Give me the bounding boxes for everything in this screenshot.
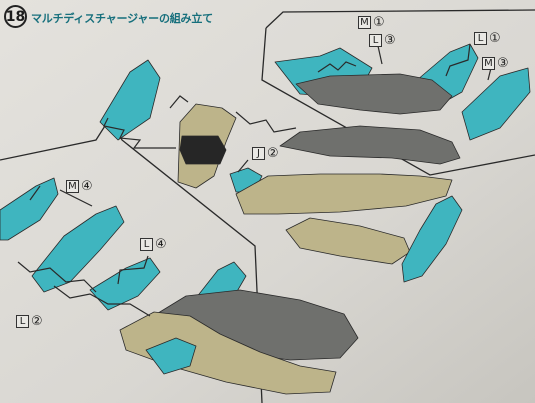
assembly-arrow [445, 43, 471, 77]
assembly-arrow [53, 285, 151, 317]
assembly-arrow [317, 61, 357, 73]
teal-part [401, 195, 463, 283]
assembly-arrow [235, 111, 297, 133]
assembly-arrow [237, 159, 249, 173]
step-title: マルチディスチャージャーの組み立て [31, 12, 213, 25]
teal-part [99, 59, 161, 141]
part-label-m3: M ③ [482, 56, 509, 71]
part-number: ① [489, 31, 501, 46]
assembly-arrow [17, 261, 97, 293]
part-letter: L [474, 32, 487, 45]
part-label-m4: M ④ [66, 179, 93, 194]
part-label-j2: J ② [252, 146, 279, 161]
part-number: ④ [155, 237, 167, 252]
part-number: ② [31, 314, 43, 329]
part-number: ② [267, 146, 279, 161]
teal-part [89, 257, 161, 311]
gray-part [279, 125, 461, 165]
part-letter: M [482, 57, 495, 70]
part-label-m1: M ① [358, 15, 385, 30]
step-number-badge: 18 [4, 5, 27, 28]
assembly-arrow [59, 189, 93, 207]
part-letter: L [140, 238, 153, 251]
part-number: ③ [384, 33, 396, 48]
assembly-arrow [117, 255, 149, 285]
gray-part [295, 73, 453, 115]
tan-part [235, 173, 453, 215]
part-label-l4: L ④ [140, 237, 167, 252]
part-letter: M [66, 180, 79, 193]
part-label-l2: L ② [16, 314, 43, 329]
part-label-l3: L ③ [369, 33, 396, 48]
assembly-arrow [169, 95, 189, 109]
assembly-arrow [103, 117, 176, 149]
model-parts [0, 43, 531, 395]
teal-part [461, 67, 531, 141]
assembly-arrow [377, 45, 383, 65]
black-part [179, 135, 227, 165]
top-right-frame-top [265, 9, 535, 29]
teal-part [145, 337, 197, 375]
part-letter: M [358, 16, 371, 29]
assembly-arrow [29, 185, 41, 201]
part-number: ① [373, 15, 385, 30]
part-number: ④ [81, 179, 93, 194]
assembly-arrows [17, 43, 493, 317]
part-letter: L [369, 34, 382, 47]
part-label-l1: L ① [474, 31, 501, 46]
part-letter: J [252, 147, 265, 160]
teal-part [31, 205, 125, 293]
part-number: ③ [497, 56, 509, 71]
teal-part [0, 177, 59, 241]
part-letter: L [16, 315, 29, 328]
